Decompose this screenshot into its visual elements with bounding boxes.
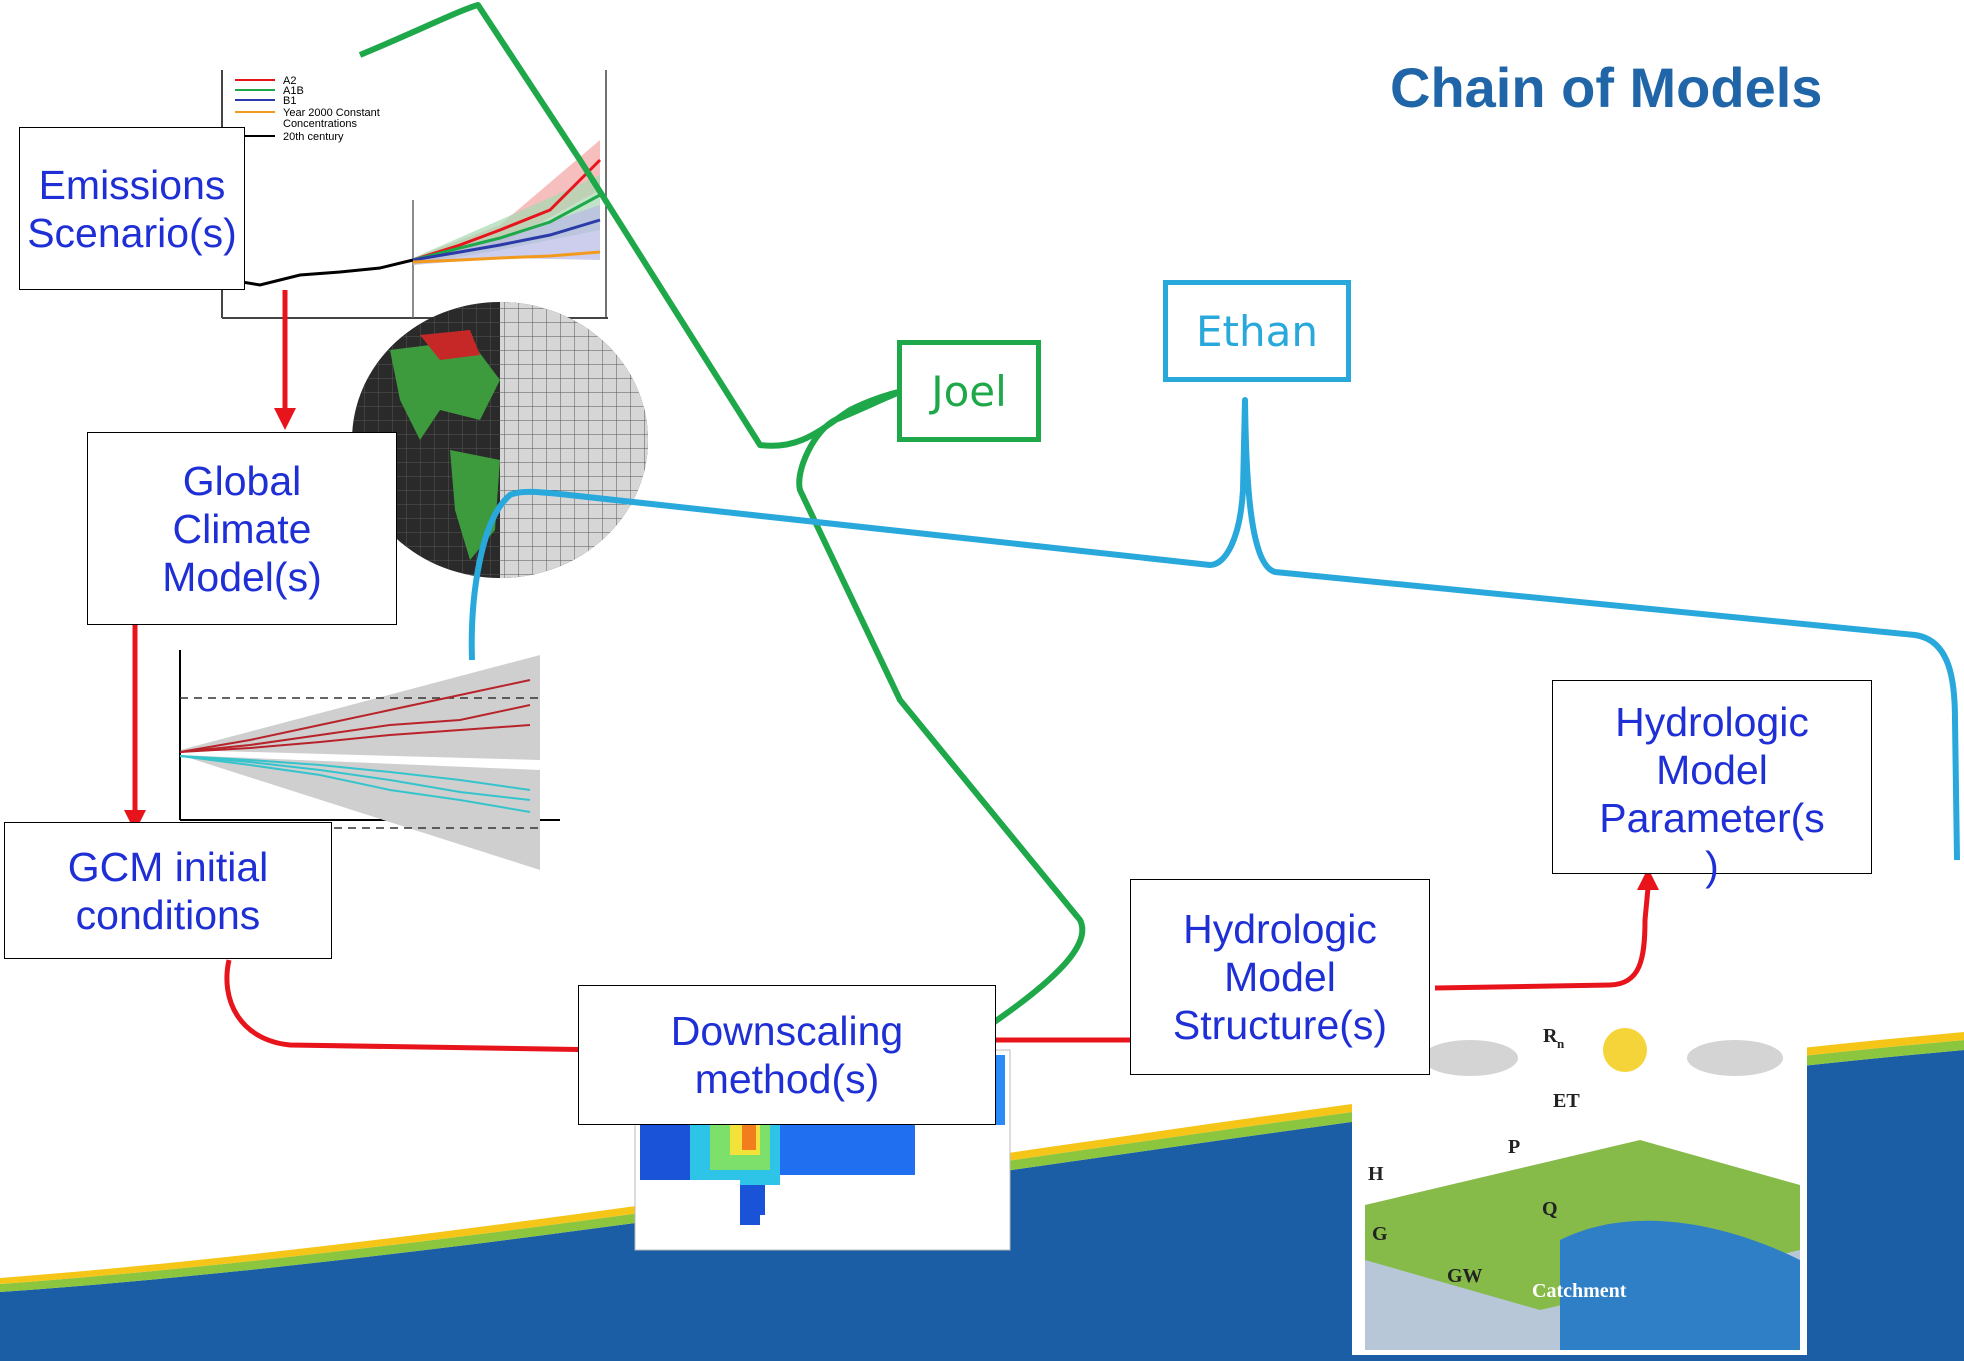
ethan-bracket <box>468 397 1960 861</box>
legend-b1: B1 <box>283 95 296 107</box>
legend-a1b: A1B <box>283 85 304 97</box>
legend-a2: A2 <box>283 75 296 87</box>
label-g: G <box>1372 1223 1388 1245</box>
gcm-initial-conditions-box: GCM initial conditions <box>4 822 332 959</box>
label-catchment: Catchment <box>1532 1280 1627 1302</box>
legend-20c: 20th century <box>283 131 344 143</box>
label-p: P <box>1508 1136 1520 1158</box>
label-rn-sub: n <box>1557 1036 1565 1051</box>
emissions-chart-image: A2 A1B B1 Year 2000 Constant Concentrati… <box>215 60 610 320</box>
legend-y2000: Year 2000 Constant <box>283 107 380 119</box>
spread-chart-image <box>179 650 560 870</box>
page-title: Chain of Models <box>1390 56 1823 119</box>
globe-image <box>352 302 648 578</box>
label-et: ET <box>1553 1090 1580 1112</box>
global-climate-model-box: Global Climate Model(s) <box>87 432 397 625</box>
label-h: H <box>1368 1163 1384 1185</box>
emissions-scenario-box: Emissions Scenario(s) <box>19 127 245 290</box>
hydrologic-model-structure-box: Hydrologic Model Structure(s) <box>1130 879 1430 1075</box>
label-gw: GW <box>1447 1265 1483 1287</box>
legend-y2000-b: Concentrations <box>283 118 357 130</box>
label-q: Q <box>1542 1198 1558 1220</box>
downscaling-method-box: Downscaling method(s) <box>578 985 996 1125</box>
catchment-image: R n ET P H G GW Q Catchment <box>1352 1025 1807 1355</box>
joel-label: Joel <box>897 340 1041 442</box>
ethan-label: Ethan <box>1163 280 1351 382</box>
label-rn: R <box>1543 1025 1558 1047</box>
hydrologic-model-parameter-box: Hydrologic Model Parameter(s ) <box>1552 680 1872 889</box>
